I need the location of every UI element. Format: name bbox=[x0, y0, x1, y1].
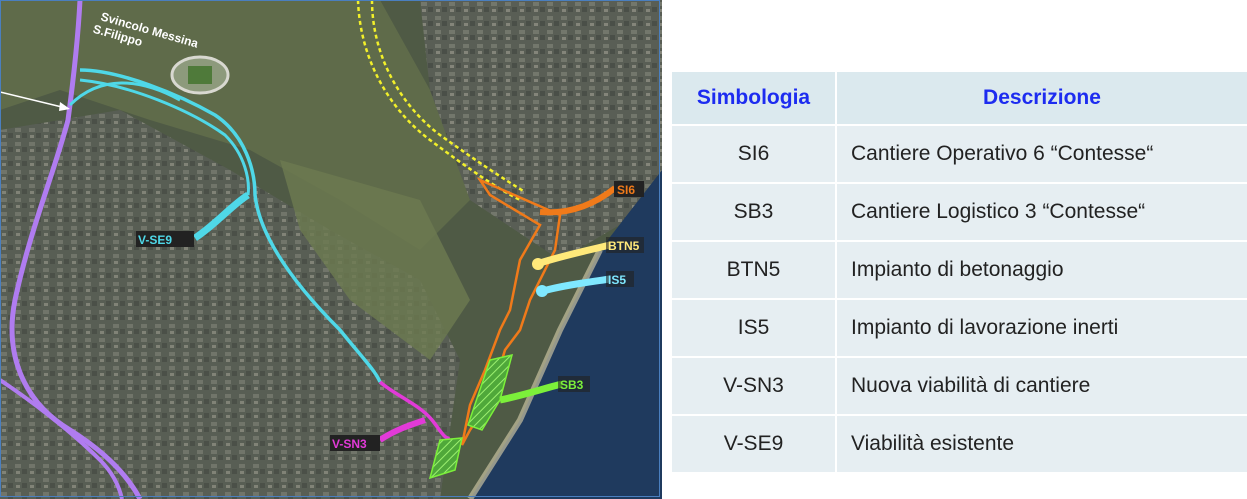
si6-label: SI6 bbox=[617, 183, 635, 197]
legend-row: V-SE9 Viabilità esistente bbox=[672, 416, 1247, 472]
legend-symbol: BTN5 bbox=[672, 242, 837, 298]
legend-description: Viabilità esistente bbox=[837, 416, 1247, 472]
btn5-label-box bbox=[606, 237, 644, 253]
map-canvas: Svincolo Messina S.Filippo SI6 BTN5 IS5 … bbox=[0, 0, 662, 499]
legend-row: SB3 Cantiere Logistico 3 “Contesse“ bbox=[672, 184, 1247, 240]
is5-leader bbox=[542, 275, 611, 295]
sb3-label-box bbox=[558, 376, 590, 392]
legend-symbol: SI6 bbox=[672, 126, 837, 182]
sb3-area bbox=[467, 353, 514, 431]
vsn3-leader bbox=[378, 417, 426, 443]
stadium-pitch bbox=[188, 66, 212, 84]
btn5-label: BTN5 bbox=[608, 239, 640, 253]
coastline bbox=[467, 248, 603, 499]
sb3-leader bbox=[499, 380, 563, 404]
vse9-label: V-SE9 bbox=[138, 233, 172, 247]
motorway-line-2 bbox=[0, 378, 124, 499]
motorway-line bbox=[9, 0, 143, 499]
btn5-point bbox=[532, 258, 544, 270]
legend-symbol: V-SN3 bbox=[672, 358, 837, 414]
vse9-leader bbox=[193, 192, 250, 241]
is5-label: IS5 bbox=[608, 273, 626, 287]
aerial-map[interactable]: Svincolo Messina S.Filippo SI6 BTN5 IS5 … bbox=[0, 0, 662, 499]
legend-description: Nuova viabilità di cantiere bbox=[837, 358, 1247, 414]
junction-arrowhead bbox=[59, 102, 70, 111]
legend-header-symbol: Simbologia bbox=[672, 72, 837, 124]
tunnel-line-2 bbox=[370, 0, 526, 194]
vsn3-label: V-SN3 bbox=[332, 437, 367, 451]
vsn3-road bbox=[378, 380, 451, 440]
is5-point bbox=[536, 285, 548, 297]
vse9-road-2 bbox=[79, 78, 250, 196]
vse9-road bbox=[79, 68, 382, 383]
legend-symbol: IS5 bbox=[672, 300, 837, 356]
urban-area bbox=[0, 110, 460, 499]
legend-row: IS5 Impianto di lavorazione inerti bbox=[672, 300, 1247, 356]
vsn3-label-box bbox=[330, 435, 380, 451]
legend-row: V-SN3 Nuova viabilità di cantiere bbox=[672, 358, 1247, 414]
legend-description: Cantiere Operativo 6 “Contesse“ bbox=[837, 126, 1247, 182]
legend-table: Simbologia Descrizione SI6 Cantiere Oper… bbox=[672, 70, 1247, 474]
legend-row: SI6 Cantiere Operativo 6 “Contesse“ bbox=[672, 126, 1247, 182]
si6-label-box bbox=[614, 181, 644, 197]
legend-description: Cantiere Logistico 3 “Contesse“ bbox=[837, 184, 1247, 240]
btn5-leader bbox=[538, 241, 611, 267]
junction-arrow bbox=[0, 91, 67, 109]
legend-row: BTN5 Impianto di betonaggio bbox=[672, 242, 1247, 298]
legend-header-description: Descrizione bbox=[837, 72, 1247, 124]
vse9-label-box bbox=[136, 231, 194, 247]
legend-description: Impianto di betonaggio bbox=[837, 242, 1247, 298]
legend-symbol: V-SE9 bbox=[672, 416, 837, 472]
sb3-area-2 bbox=[428, 437, 463, 480]
green-valley bbox=[280, 160, 470, 360]
si6-boundary bbox=[460, 177, 562, 446]
sb3-label: SB3 bbox=[560, 378, 584, 392]
si6-leader bbox=[539, 185, 617, 216]
vse9-road-3 bbox=[68, 81, 181, 107]
legend-header-row: Simbologia Descrizione bbox=[672, 72, 1247, 124]
is5-label-box bbox=[606, 271, 634, 287]
legend-description: Impianto di lavorazione inerti bbox=[837, 300, 1247, 356]
legend-symbol: SB3 bbox=[672, 184, 837, 240]
tunnel-line bbox=[356, 0, 521, 202]
